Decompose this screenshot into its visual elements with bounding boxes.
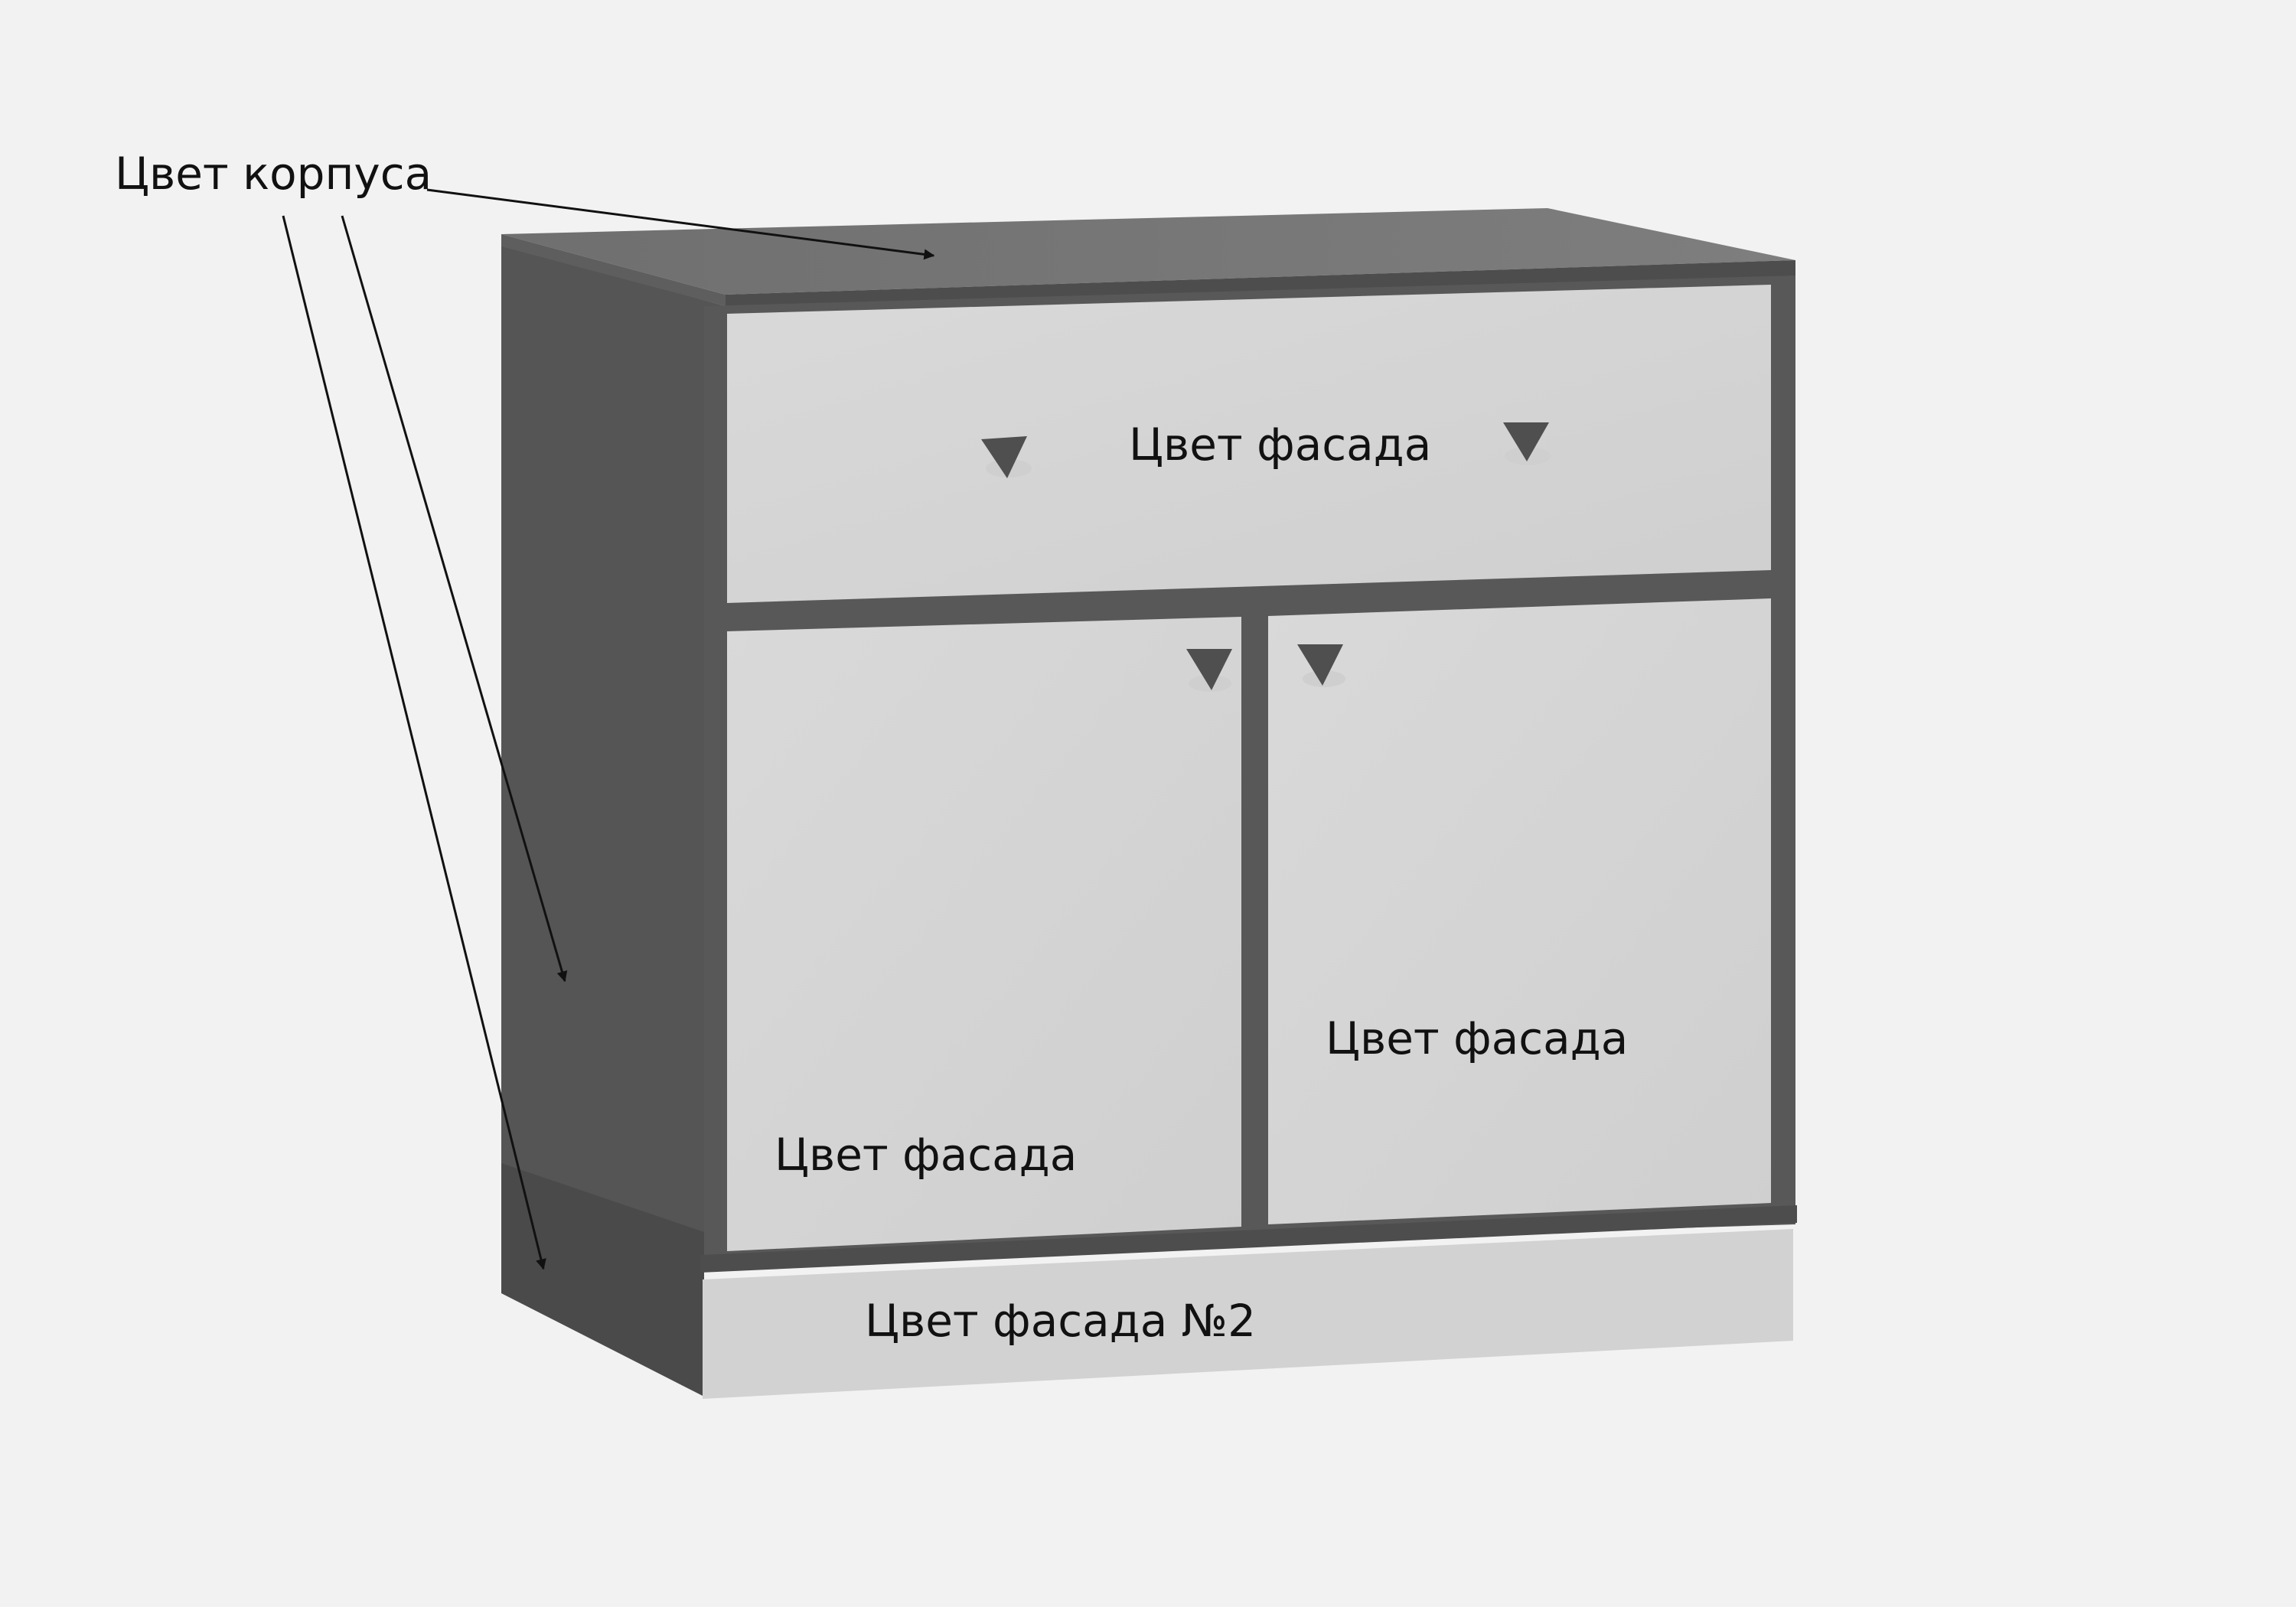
arrow-to-plinth-side: [282, 215, 546, 1270]
cabinet-side-panel: [501, 245, 726, 1255]
plinth-facade-color-label: Цвет фасада №2: [865, 1295, 1256, 1347]
cabinet-bottom-edge: [700, 1205, 1797, 1273]
drawer-handle-right: [1503, 422, 1551, 465]
cabinet-top-edge: [501, 234, 726, 306]
left-door-facade-color-label: Цвет фасада: [775, 1129, 1078, 1181]
arrow-to-top-panel: [426, 188, 935, 260]
arrow-to-side-panel: [341, 215, 568, 983]
plinth-facade: [703, 1229, 1793, 1399]
cabinet-plinth-side: [501, 1163, 704, 1397]
drawer-handle-left: [981, 436, 1032, 478]
right-door-facade: [1268, 598, 1771, 1224]
left-door-facade: [727, 617, 1241, 1251]
left-door-handle: [1186, 649, 1232, 692]
drawer-facade: [727, 285, 1771, 603]
cabinet-top-front-edge: [726, 260, 1795, 309]
body-color-label: Цвет корпуса: [115, 148, 432, 200]
drawer-facade-color-label: Цвет фасада: [1129, 419, 1432, 471]
right-door-handle: [1297, 644, 1345, 687]
cabinet-top-panel: [501, 208, 1795, 295]
right-door-facade-color-label: Цвет фасада: [1326, 1012, 1629, 1064]
